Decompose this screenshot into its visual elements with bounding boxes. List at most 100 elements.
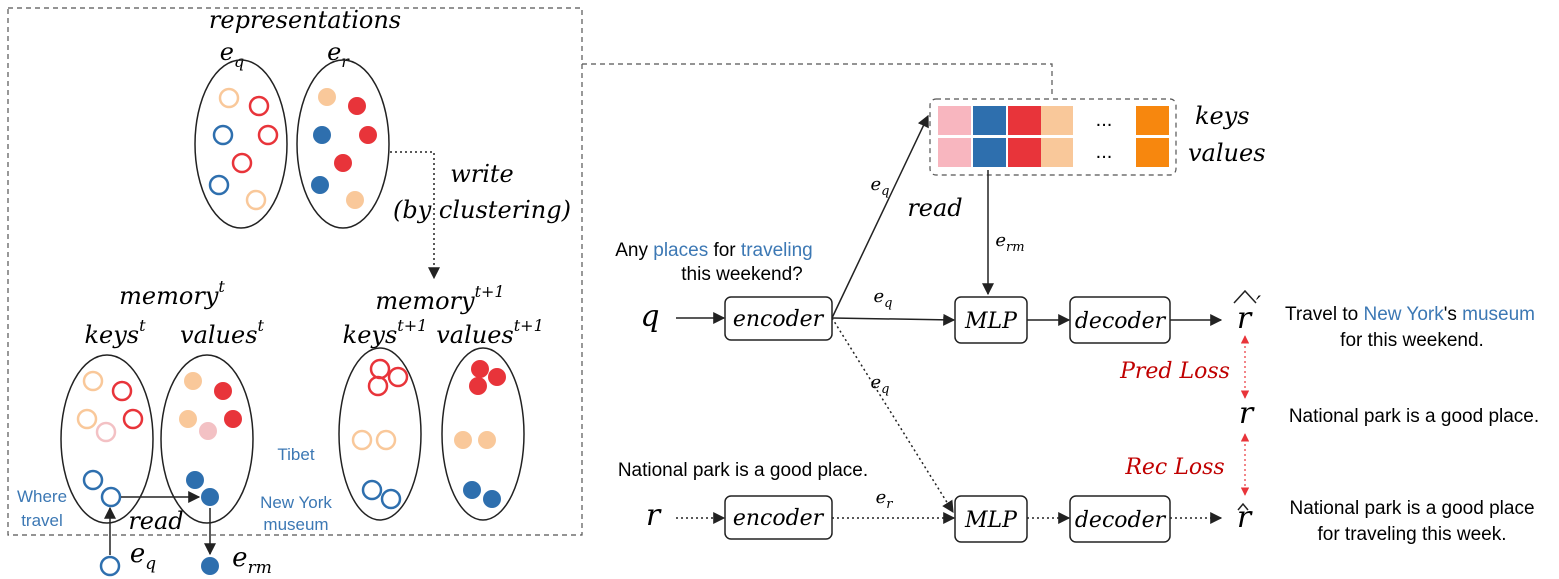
bottom-decoder-label: decoder xyxy=(1075,508,1167,533)
key-point xyxy=(375,429,397,451)
value-point xyxy=(454,431,472,449)
eq-point xyxy=(208,174,230,196)
tibet-label-3: museum xyxy=(263,515,328,534)
value-point xyxy=(483,490,501,508)
value-point xyxy=(186,471,204,489)
r-hat-symbol: r xyxy=(1237,500,1253,535)
er-point xyxy=(348,97,366,115)
value-cell xyxy=(1008,138,1041,167)
keys-t1-points xyxy=(351,358,409,510)
q-encoder-label: encoder xyxy=(733,307,825,332)
value-point xyxy=(214,382,232,400)
value-point xyxy=(469,377,487,395)
eq-point xyxy=(248,95,270,117)
key-point xyxy=(380,488,402,510)
key-point xyxy=(95,421,117,443)
eq-representation-ellipse xyxy=(194,59,288,229)
eq-representation-points xyxy=(208,87,279,211)
r-symbol: r xyxy=(646,498,662,533)
keys-label: keys xyxy=(1195,102,1250,130)
read-inside-label: read xyxy=(128,507,183,535)
q-symbol: q xyxy=(640,299,659,334)
keys-t1-label: keyst+1 xyxy=(343,316,428,349)
er-point xyxy=(346,191,364,209)
memory-block-frame xyxy=(929,98,1177,176)
key-point-selected xyxy=(100,486,122,508)
values-t-points xyxy=(179,372,242,506)
key-point xyxy=(82,370,104,392)
key-point xyxy=(111,380,133,402)
values-t1-points xyxy=(454,360,506,508)
er-rep-label: er xyxy=(327,38,350,71)
memory-t1-label: memoryt+1 xyxy=(375,282,504,315)
value-cell xyxy=(1041,138,1073,167)
bottom-decoder-box xyxy=(1069,495,1171,543)
eq-point xyxy=(245,189,267,211)
keys-t1-ellipse xyxy=(338,347,422,521)
erm-label: erm xyxy=(995,230,1024,255)
memory-keys-row xyxy=(938,106,1169,135)
encoder-to-mlp-arrow xyxy=(831,313,956,326)
where-travel-label-1: Where xyxy=(17,487,67,506)
er-point xyxy=(359,126,377,144)
key-cell xyxy=(1041,106,1073,135)
bottom-mlp-box xyxy=(954,495,1028,543)
value-point xyxy=(179,410,197,428)
keys-t-points xyxy=(76,370,144,508)
encoder-to-bottom-mlp-arrow xyxy=(831,317,954,514)
value-point xyxy=(488,368,506,386)
key-cell xyxy=(973,106,1006,135)
output-erm-label: erm xyxy=(232,543,272,578)
values-label: values xyxy=(1188,139,1266,167)
key-cell xyxy=(938,106,971,135)
value-point-selected xyxy=(201,488,219,506)
er-point xyxy=(313,126,331,144)
eq-point xyxy=(231,152,253,174)
values-t-ellipse xyxy=(160,354,254,524)
eq-mlp-label: eq xyxy=(874,286,893,311)
r-hat-text-line1: National park is a good place xyxy=(1289,498,1534,519)
response-text: National park is a good place. xyxy=(618,460,868,481)
eq-point xyxy=(218,87,240,109)
top-mlp-label: MLP xyxy=(964,309,1018,334)
er-point xyxy=(311,176,329,194)
value-point xyxy=(463,481,481,499)
eq-point xyxy=(257,124,279,146)
read-label: read xyxy=(907,194,962,222)
key-cell xyxy=(1136,106,1169,135)
write-label: write xyxy=(450,160,514,188)
eq-bottom-label: eq xyxy=(871,372,890,397)
key-point xyxy=(387,366,409,388)
r-hat-text-line2: for traveling this week. xyxy=(1317,524,1506,545)
r-mid-text: National park is a good place. xyxy=(1289,406,1539,427)
keys-ellipsis: ... xyxy=(1096,109,1113,131)
r-hat-mark xyxy=(1237,502,1249,511)
memory-connector xyxy=(582,63,1053,98)
value-point xyxy=(478,431,496,449)
r-prime-text-line2: for this weekend. xyxy=(1340,330,1484,351)
keys-t-label: keyst xyxy=(84,316,146,349)
query-text-line1: Any places for traveling xyxy=(615,240,813,261)
values-ellipsis: ... xyxy=(1096,141,1113,163)
by-clustering-label: (by clustering) xyxy=(393,196,571,224)
key-point xyxy=(76,408,98,430)
value-point xyxy=(184,372,202,390)
value-point xyxy=(199,422,217,440)
bottom-mlp-label: MLP xyxy=(964,508,1018,533)
r-mid-symbol: r xyxy=(1239,396,1255,431)
r-prime-hat xyxy=(1233,289,1257,304)
eq-read-label: eq xyxy=(871,174,890,199)
key-point xyxy=(369,358,391,380)
value-point xyxy=(224,410,242,428)
er-label: er xyxy=(876,487,894,512)
values-t1-ellipse xyxy=(441,347,525,521)
memory-t-label: memoryt xyxy=(119,277,225,310)
input-eq-label: eq xyxy=(130,539,156,574)
eq-point xyxy=(212,124,234,146)
tibet-label-1: Tibet xyxy=(277,445,314,464)
keys-t-ellipse xyxy=(60,354,154,524)
values-t1-label: valuest+1 xyxy=(436,316,544,349)
key-point xyxy=(351,429,373,451)
query-text-line2: this weekend? xyxy=(681,264,802,285)
